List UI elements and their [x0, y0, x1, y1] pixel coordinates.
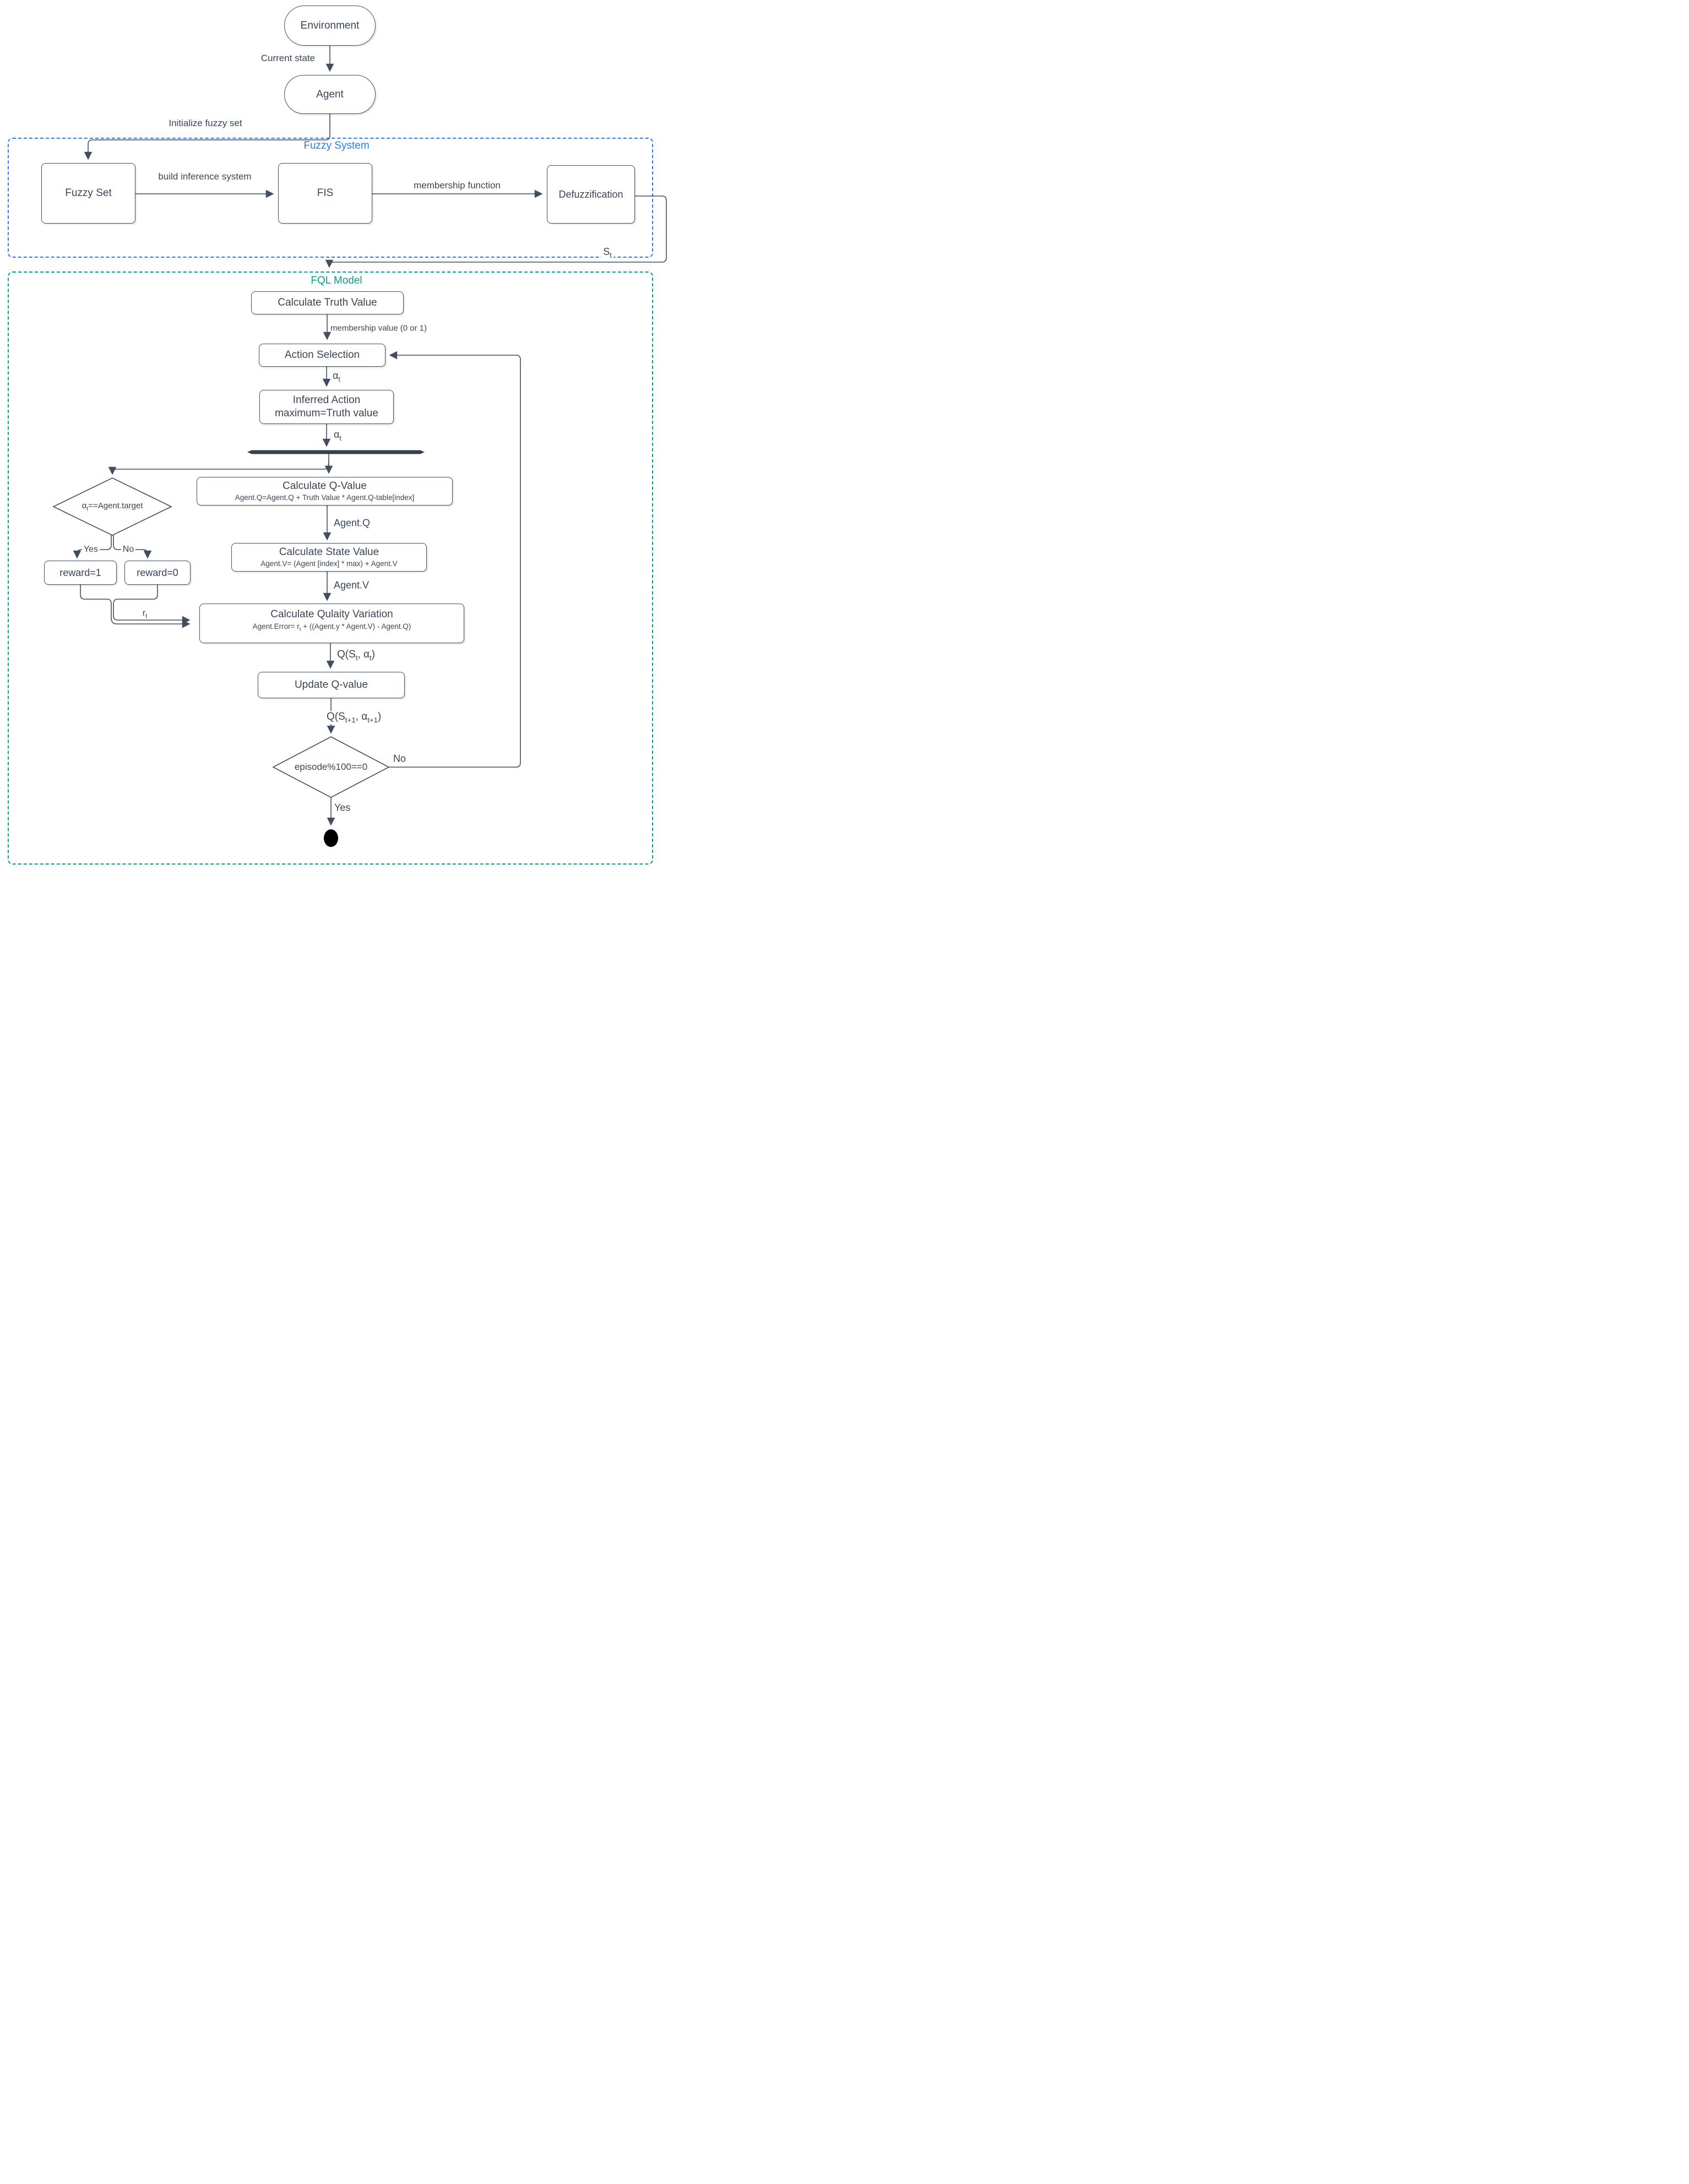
node-update-q-value-label: Update Q-value	[294, 679, 368, 691]
node-reward-zero: reward=0	[124, 561, 191, 585]
label-q-next: Q(St+1, αt+1)	[325, 711, 383, 724]
node-calculate-q-value-formula: Agent.Q=Agent.Q + Truth Value * Agent.Q-…	[235, 493, 415, 502]
node-fuzzy-set-label: Fuzzy Set	[65, 187, 112, 199]
label-membership-value: membership value (0 or 1)	[330, 323, 427, 333]
node-calculate-q-value: Calculate Q-Value Agent.Q=Agent.Q + Trut…	[197, 477, 453, 506]
label-s-t: St	[601, 246, 613, 259]
node-calculate-quality-variation: Calculate Qulaity Variation Agent.Error=…	[199, 604, 464, 643]
node-calculate-truth-value-label: Calculate Truth Value	[278, 297, 377, 309]
node-update-q-value: Update Q-value	[258, 672, 405, 698]
node-calculate-truth-value: Calculate Truth Value	[251, 291, 404, 314]
node-action-selection-label: Action Selection	[284, 349, 360, 361]
node-calculate-state-value-title: Calculate State Value	[279, 546, 379, 558]
connector-layer	[52, 46, 667, 847]
decision-episode-label: episode%100==0	[294, 762, 368, 772]
node-reward-one: reward=1	[44, 561, 117, 585]
edge-reward0-quality	[113, 585, 191, 624]
decision-episode-shape	[272, 736, 390, 798]
label-yes-episode: Yes	[334, 802, 351, 813]
node-environment: Environment	[284, 6, 376, 46]
label-agent-v: Agent.V	[334, 579, 370, 591]
label-yes-target: Yes	[82, 545, 100, 555]
node-reward-zero-label: reward=0	[137, 567, 178, 578]
node-environment-label: Environment	[300, 19, 360, 31]
fql-model-group	[8, 271, 653, 865]
node-agent-label: Agent	[316, 88, 344, 100]
label-no-episode: No	[393, 753, 406, 764]
label-r-t: rt	[142, 608, 148, 620]
end-state-dot	[324, 829, 338, 847]
label-initialize-fuzzy-set: Initialize fuzzy set	[169, 118, 242, 128]
label-build-inference-system: build inference system	[158, 171, 252, 182]
label-no-target: No	[121, 545, 136, 555]
node-fis: FIS	[278, 163, 372, 224]
label-q-current: Q(St, αt)	[337, 649, 376, 662]
node-inferred-action: Inferred Action maximum=Truth value	[259, 390, 394, 424]
node-reward-one-label: reward=1	[59, 567, 101, 578]
node-fis-label: FIS	[317, 187, 334, 199]
node-defuzzification: Defuzzification	[547, 165, 635, 224]
node-action-selection: Action Selection	[259, 344, 385, 367]
node-agent: Agent	[284, 75, 376, 114]
node-calculate-quality-variation-formula: Agent.Error= rt + ((Agent.y * Agent.V) -…	[252, 622, 411, 633]
label-alpha-t-2: αt	[334, 429, 341, 442]
label-agent-q: Agent.Q	[334, 517, 371, 529]
fql-model-title: FQL Model	[311, 275, 362, 286]
node-calculate-q-value-title: Calculate Q-Value	[283, 480, 367, 492]
decision-target-shape	[52, 477, 172, 536]
label-membership-function: membership function	[414, 180, 501, 191]
edge-agent-fuzzyset	[84, 114, 330, 160]
node-inferred-action-line2: maximum=Truth value	[275, 408, 378, 419]
node-calculate-state-value: Calculate State Value Agent.V= (Agent [i…	[231, 543, 427, 572]
edge-reward1-quality	[80, 585, 191, 628]
flowchart-canvas: Fuzzy System FQL Model	[0, 0, 673, 870]
node-inferred-action-line1: Inferred Action	[292, 394, 361, 406]
fuzzy-system-title: Fuzzy System	[303, 140, 370, 151]
edge-defuzzification-fql	[325, 195, 667, 268]
edge-fork-target-branch	[108, 460, 329, 475]
node-defuzzification-label: Defuzzification	[558, 188, 623, 200]
fuzzy-system-group	[8, 138, 653, 258]
node-fuzzy-set: Fuzzy Set	[41, 163, 135, 224]
decision-target-label: αt==Agent.target	[82, 501, 143, 512]
label-alpha-t-1: αt	[333, 370, 340, 383]
node-calculate-state-value-formula: Agent.V= (Agent [index] * max) + Agent.V	[260, 559, 398, 568]
edge-episode-no-feedback	[389, 351, 521, 768]
fork-bar	[247, 450, 425, 454]
label-current-state: Current state	[260, 53, 315, 63]
node-calculate-quality-variation-title: Calculate Qulaity Variation	[270, 609, 393, 620]
